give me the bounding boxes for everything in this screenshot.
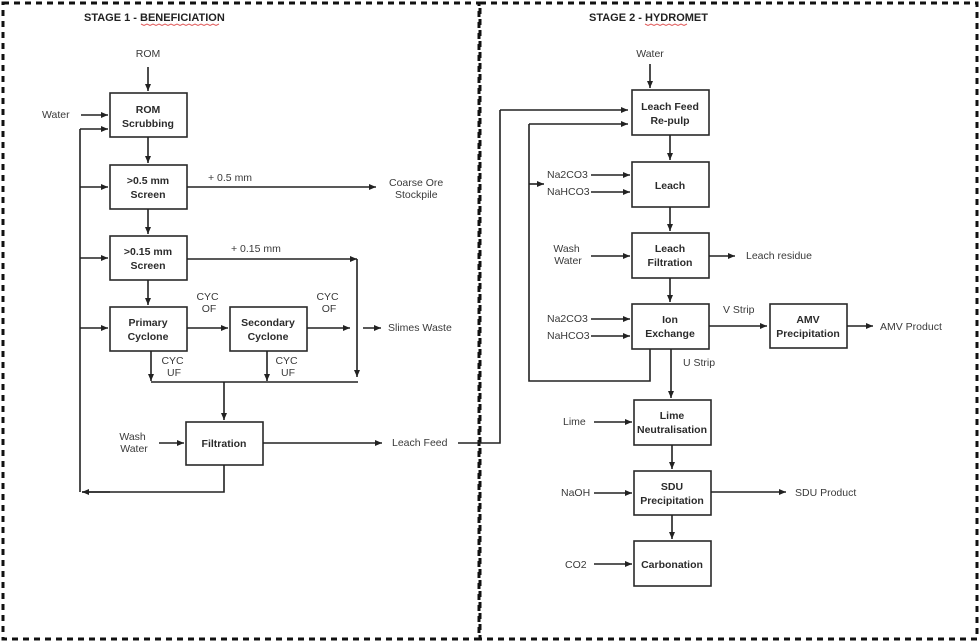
- svg-text:Leach: Leach: [655, 180, 685, 192]
- box-filtration[interactable]: Filtration: [185, 421, 264, 466]
- box-lime-neutralisation[interactable]: Lime Neutralisation: [633, 399, 712, 446]
- box-carbonation[interactable]: Carbonation: [633, 540, 712, 587]
- svg-text:Lime: Lime: [660, 410, 685, 422]
- box-screen-05mm[interactable]: >0.5 mm Screen: [109, 164, 188, 210]
- svg-text:Re-pulp: Re-pulp: [650, 115, 689, 127]
- svg-text:Screen: Screen: [130, 260, 165, 272]
- spellcheck-underline: [140, 23, 220, 27]
- label-water: Water: [42, 109, 70, 121]
- label-coarse-ore-stockpile: Coarse Ore Stockpile: [389, 177, 446, 201]
- svg-text:Exchange: Exchange: [645, 328, 695, 340]
- label-co2: CO2: [565, 559, 587, 571]
- label-cyc-uf-1: CYC UF: [161, 355, 186, 379]
- svg-text:Screen: Screen: [130, 189, 165, 201]
- box-secondary-cyclone[interactable]: Secondary Cyclone: [229, 306, 308, 352]
- stage2-title: STAGE 2 - HYDROMET: [589, 12, 708, 24]
- label-cyc-of-2: CYC OF: [316, 291, 341, 315]
- svg-text:AMV: AMV: [796, 314, 819, 326]
- svg-text:>0.15 mm: >0.15 mm: [124, 246, 172, 258]
- svg-text:>0.5 mm: >0.5 mm: [127, 175, 169, 187]
- svg-text:Precipitation: Precipitation: [640, 495, 704, 507]
- svg-text:ROM: ROM: [136, 104, 161, 116]
- svg-text:Scrubbing: Scrubbing: [122, 118, 174, 130]
- label-v-strip: V Strip: [723, 304, 755, 316]
- box-rom-scrubbing[interactable]: ROM Scrubbing: [109, 92, 188, 138]
- label-naoh: NaOH: [561, 487, 590, 499]
- label-wash-water: Wash Water: [553, 243, 582, 267]
- box-ion-exchange[interactable]: Ion Exchange: [631, 303, 710, 350]
- label-nahco3: NaHCO3: [547, 186, 590, 198]
- label-slimes-waste: Slimes Waste: [388, 322, 452, 334]
- svg-text:Carbonation: Carbonation: [641, 559, 703, 571]
- label-leach-feed: Leach Feed: [392, 437, 448, 449]
- svg-text:Secondary: Secondary: [241, 317, 295, 329]
- label-plus-05mm: + 0.5 mm: [208, 172, 252, 184]
- svg-text:Filtration: Filtration: [202, 438, 247, 450]
- svg-text:Ion: Ion: [662, 314, 678, 326]
- label-na2co3: Na2CO3: [547, 313, 588, 325]
- svg-text:Primary: Primary: [128, 317, 167, 329]
- box-primary-cyclone[interactable]: Primary Cyclone: [109, 306, 188, 352]
- label-water: Water: [636, 48, 664, 60]
- stage1-title: STAGE 1 - BENEFICIATION: [84, 12, 225, 24]
- svg-text:Leach Feed: Leach Feed: [641, 101, 699, 113]
- svg-text:Leach: Leach: [655, 243, 685, 255]
- svg-text:SDU: SDU: [661, 481, 683, 493]
- box-amv-precipitation[interactable]: AMV Precipitation: [769, 303, 848, 349]
- label-plus-015mm: + 0.15 mm: [231, 243, 281, 255]
- ix-recycle-line: [528, 124, 651, 382]
- label-cyc-uf-2: CYC UF: [275, 355, 300, 379]
- svg-text:Neutralisation: Neutralisation: [637, 424, 707, 436]
- svg-text:Cyclone: Cyclone: [128, 331, 169, 343]
- label-lime: Lime: [563, 416, 586, 428]
- box-leach-feed-repulp[interactable]: Leach Feed Re-pulp: [631, 89, 710, 136]
- box-sdu-precipitation[interactable]: SDU Precipitation: [633, 470, 712, 516]
- box-screen-015mm[interactable]: >0.15 mm Screen: [109, 235, 188, 281]
- svg-text:Cyclone: Cyclone: [248, 331, 289, 343]
- label-leach-residue: Leach residue: [746, 250, 812, 262]
- box-leach-filtration[interactable]: Leach Filtration: [631, 232, 710, 279]
- label-u-strip: U Strip: [683, 357, 715, 369]
- label-sdu-product: SDU Product: [795, 487, 856, 499]
- label-cyc-of-1: CYC OF: [196, 291, 221, 315]
- spellcheck-underline: [644, 23, 688, 27]
- label-wash-water: Wash Water: [119, 431, 148, 455]
- stage2-frame: [478, 1, 979, 641]
- box-leach[interactable]: Leach: [631, 161, 710, 208]
- svg-text:Precipitation: Precipitation: [776, 328, 840, 340]
- label-amv-product: AMV Product: [880, 321, 942, 333]
- label-na2co3: Na2CO3: [547, 169, 588, 181]
- leach-feed-transfer-line: [458, 110, 501, 444]
- svg-text:Filtration: Filtration: [648, 257, 693, 269]
- label-nahco3: NaHCO3: [547, 330, 590, 342]
- recycle-line: [82, 465, 225, 493]
- label-rom: ROM: [136, 48, 161, 60]
